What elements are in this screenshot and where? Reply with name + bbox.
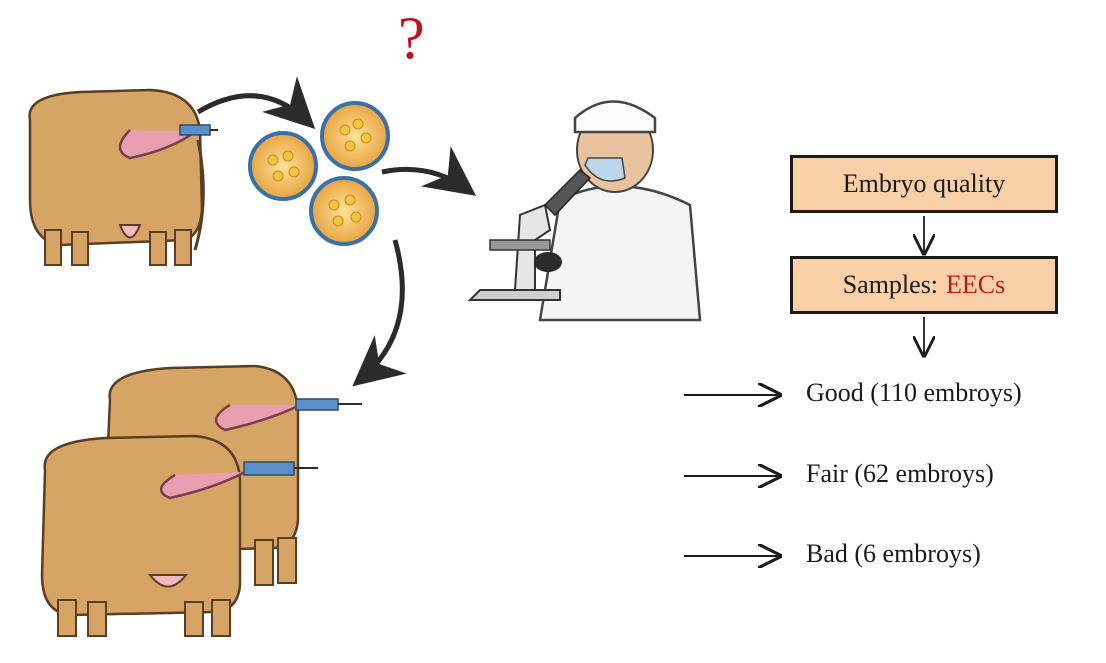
embryo-quality-box: Embryo quality (790, 155, 1058, 213)
question-mark: ? (398, 5, 425, 71)
eecs-label: EECs (946, 270, 1006, 299)
donor-cow-illustration (28, 88, 218, 266)
samples-box: Samples: EECs (790, 256, 1058, 314)
scientist-microscope-illustration (467, 100, 702, 322)
result-bad: Bad (6 embroys) (806, 539, 981, 568)
arrow-cow-to-dishes (196, 76, 316, 129)
result-good: Good (110 embroys) (806, 378, 1022, 407)
recipient-cows-illustration (40, 364, 362, 637)
arrow-dishes-to-lab (381, 146, 477, 196)
result-fair: Fair (62 embroys) (806, 459, 994, 488)
petri-dishes-icon (248, 101, 390, 246)
arrow-dishes-to-recipients (352, 239, 407, 387)
samples-label: Samples: (842, 270, 939, 299)
